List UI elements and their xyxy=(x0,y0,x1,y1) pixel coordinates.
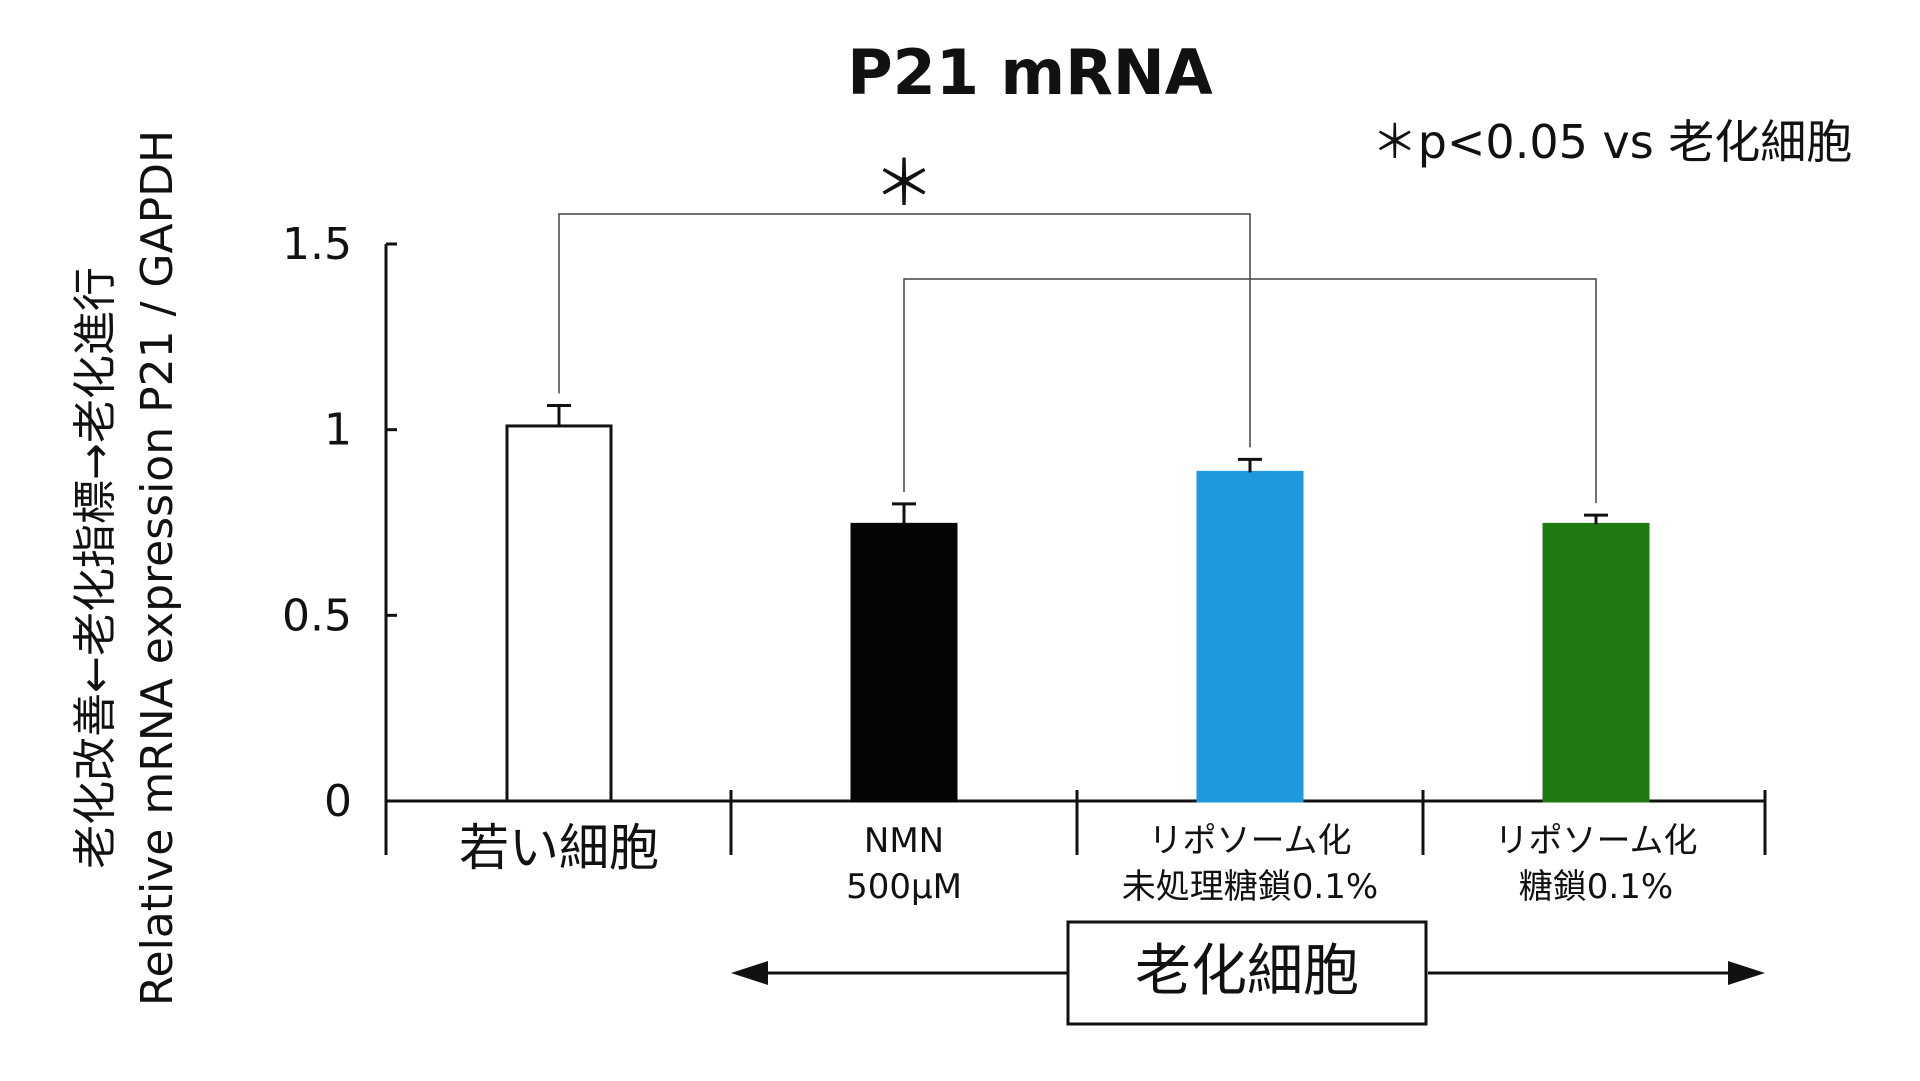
group-label-box xyxy=(1066,920,1428,1026)
x-tick-label: 若い細胞 xyxy=(459,819,659,877)
y-axis-label-english: Relative mRNA expression P21 / GAPDH xyxy=(132,130,183,1006)
x-tick-label: NMN xyxy=(864,821,944,861)
right-arrowhead-icon xyxy=(1728,961,1765,985)
group-label: 老化細胞 xyxy=(1135,939,1359,1004)
y-tick-label: 1.5 xyxy=(282,219,352,270)
y-axis-label-japanese: 老化改善←老化指標→老化進行 xyxy=(70,267,121,869)
bar xyxy=(505,424,613,803)
bar xyxy=(1196,470,1304,803)
x-tick-label: リポソーム化 xyxy=(1495,821,1698,861)
bars xyxy=(505,404,1650,803)
y-ticks: 0 0.5 1 1.5 xyxy=(282,219,397,827)
significance-bracket xyxy=(558,213,1251,448)
chart-title: P21 mRNA xyxy=(847,36,1213,109)
aged-cells-group: 老化細胞 xyxy=(731,920,1765,1026)
significance-annotation: ＊p<0.05 vs 老化細胞 xyxy=(1372,115,1853,169)
x-tick-label: 糖鎖0.1% xyxy=(1519,867,1673,907)
bar xyxy=(1542,522,1650,803)
y-tick-label: 0.5 xyxy=(282,590,352,641)
significance-brackets: ＊ xyxy=(558,147,1597,504)
left-arrowhead-icon xyxy=(731,961,768,985)
y-tick-label: 1 xyxy=(324,405,352,456)
significance-bracket xyxy=(903,278,1597,504)
significance-asterisk: ＊ xyxy=(873,147,935,220)
y-tick-label: 0 xyxy=(324,776,352,827)
x-tick-label: リポソーム化 xyxy=(1149,821,1352,861)
bar xyxy=(850,522,958,803)
x-tick-label: 未処理糖鎖0.1% xyxy=(1122,867,1378,907)
x-tick-label: 500μM xyxy=(846,867,962,907)
